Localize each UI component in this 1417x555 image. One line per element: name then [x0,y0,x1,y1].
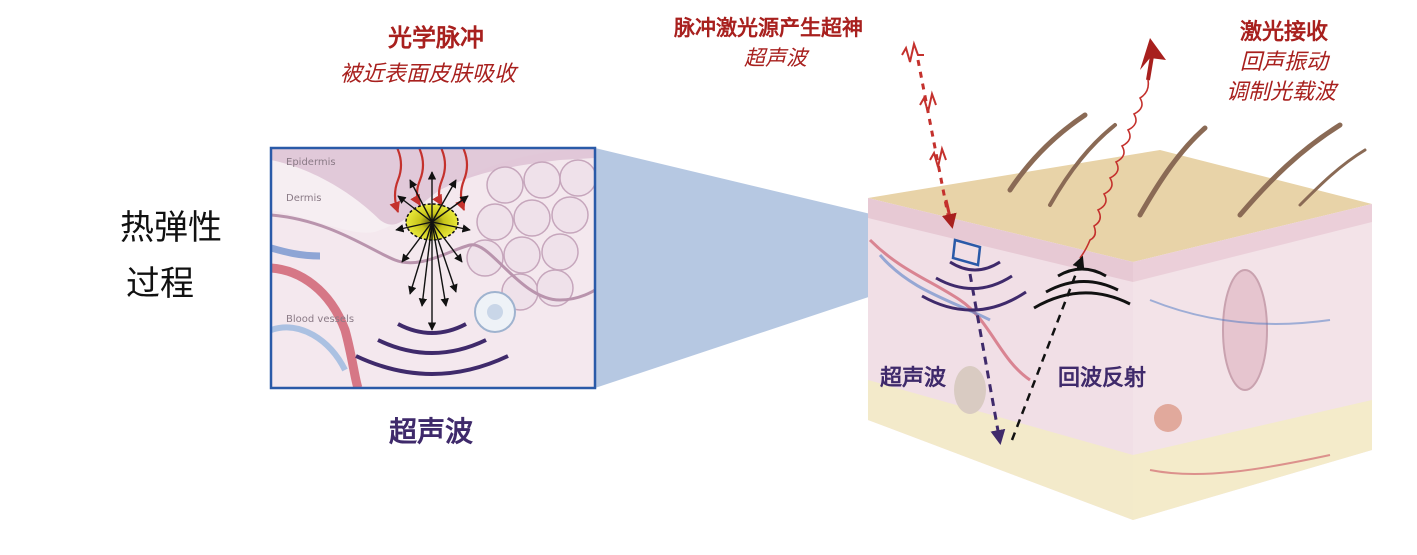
optical-pulse-title: 光学脉冲 [388,24,484,52]
echo-reflection-label: 回波反射 [1058,366,1147,391]
optical-pulse-subtitle: 被近表面皮肤吸收 [340,62,517,87]
label-epidermis: Epidermis [286,157,336,168]
inset-border [269,146,597,390]
laser-source-title: 脉冲激光源产生超神 [674,16,863,40]
laser-receive-beam [1079,79,1150,259]
ultrasound-arrow [968,273,1006,445]
thermoelastic-line2: 过程 [126,264,194,304]
block-ultrasound-label: 超声波 [880,366,947,391]
laser-receive-line2: 回声振动 [1240,50,1329,75]
projection-cone [595,148,968,388]
thermoelastic-line1: 热弹性 [120,208,222,248]
receive-arrow-head [1140,38,1166,70]
label-blood-vessels: Blood vessels [286,314,355,325]
laser-receive-line3: 调制光载波 [1226,80,1337,105]
focus-region [951,238,982,267]
inset-panel [271,148,595,388]
laser-source-beam [901,40,957,229]
inset-ultrasound-caption: 超声波 [389,415,474,448]
block-ultrasound-arcs [921,260,1027,312]
laser-source-subtitle: 超声波 [744,46,807,70]
skin-block [868,112,1372,520]
label-dermis: Dermis [286,193,322,204]
echo-arrow [1010,255,1085,441]
laser-receive-title: 激光接收 [1240,20,1329,45]
